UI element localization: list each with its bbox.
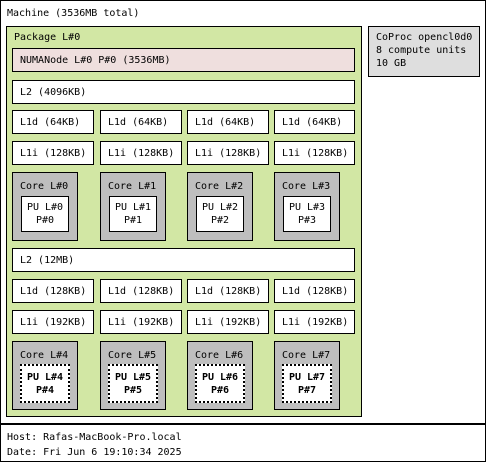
core-label: Core L#6 [195,350,244,361]
core-label: Core L#4 [20,350,69,361]
l1i-cache-core-2: L1i (128KB) [187,141,269,165]
core-label: Core L#7 [282,350,331,361]
l1d-cache-core-4: L1d (128KB) [12,279,94,303]
pu-box-3: PU L#3 P#3 [283,196,331,232]
l1i-cache-core-7: L1i (192KB) [274,310,355,334]
core-box-1: Core L#1 PU L#1 P#1 [100,172,166,241]
package-label: Package L#0 [14,32,81,43]
l1d-label: L1d (64KB) [108,117,169,128]
l1i-label: L1i (128KB) [20,148,87,159]
numa-node-box: NUMANode L#0 P#0 (3536MB) [12,48,355,72]
pu-physical-label: P#2 [210,215,230,226]
host-line: Host: Rafas-MacBook-Pro.local [7,432,182,443]
pu-box-4: PU L#4 P#4 [20,364,70,403]
l1d-cache-core-6: L1d (128KB) [187,279,269,303]
machine-label: Machine (3536MB total) [7,8,140,19]
pu-physical-label: P#3 [297,215,317,226]
pu-physical-label: P#1 [123,215,143,226]
l1i-label: L1i (128KB) [108,148,175,159]
pu-label: PU L#1 [114,202,152,213]
pu-label: PU L#5 [114,372,152,383]
core-box-7: Core L#7 PU L#7 P#7 [274,341,340,410]
l1d-cache-core-2: L1d (64KB) [187,110,269,134]
l1i-cache-core-3: L1i (128KB) [274,141,355,165]
l1i-label: L1i (128KB) [282,148,349,159]
l1i-label: L1i (192KB) [282,317,349,328]
coproc-memory: 10 GB [376,58,407,69]
l1d-label: L1d (64KB) [282,117,343,128]
l1d-cache-core-3: L1d (64KB) [274,110,355,134]
core-box-4: Core L#4 PU L#4 P#4 [12,341,78,410]
core-box-3: Core L#3 PU L#3 P#3 [274,172,340,241]
l1d-cache-core-0: L1d (64KB) [12,110,94,134]
l1i-cache-core-5: L1i (192KB) [100,310,182,334]
core-box-2: Core L#2 PU L#2 P#2 [187,172,253,241]
core-label: Core L#1 [108,181,157,192]
l1d-label: L1d (128KB) [282,286,349,297]
coproc-name: CoProc opencl0d0 [376,32,473,43]
l1i-label: L1i (128KB) [195,148,262,159]
l2-label: L2 (4096KB) [20,87,87,98]
l1i-label: L1i (192KB) [108,317,175,328]
core-label: Core L#0 [20,181,69,192]
l1i-cache-core-6: L1i (192KB) [187,310,269,334]
pu-label: PU L#7 [288,372,326,383]
pu-label: PU L#6 [201,372,239,383]
pu-label: PU L#0 [26,202,64,213]
pu-label: PU L#3 [288,202,326,213]
core-box-5: Core L#5 PU L#5 P#5 [100,341,166,410]
l1d-cache-core-5: L1d (128KB) [100,279,182,303]
numa-node-label: NUMANode L#0 P#0 (3536MB) [20,55,171,66]
l2-cache-cluster-1: L2 (12MB) [12,248,355,272]
pu-physical-label: P#6 [210,385,230,396]
pu-box-6: PU L#6 P#6 [195,364,245,403]
pu-box-5: PU L#5 P#5 [108,364,158,403]
l1d-cache-core-1: L1d (64KB) [100,110,182,134]
l1i-label: L1i (192KB) [195,317,262,328]
l1i-cache-core-4: L1i (192KB) [12,310,94,334]
coproc-box: CoProc opencl0d0 8 compute units 10 GB [368,26,480,77]
pu-box-2: PU L#2 P#2 [196,196,244,232]
core-label: Core L#2 [195,181,244,192]
l1d-label: L1d (128KB) [195,286,262,297]
pu-label: PU L#2 [201,202,239,213]
l1i-label: L1i (192KB) [20,317,87,328]
core-label: Core L#5 [108,350,157,361]
l1i-cache-core-0: L1i (128KB) [12,141,94,165]
l1d-label: L1d (128KB) [20,286,87,297]
pu-label: PU L#4 [26,372,64,383]
core-label: Core L#3 [282,181,331,192]
l2-label: L2 (12MB) [20,255,75,266]
pu-physical-label: P#7 [297,385,317,396]
l1i-cache-core-1: L1i (128KB) [100,141,182,165]
core-box-6: Core L#6 PU L#6 P#6 [187,341,253,410]
pu-physical-label: P#5 [123,385,143,396]
l1d-label: L1d (64KB) [20,117,81,128]
core-box-0: Core L#0 PU L#0 P#0 [12,172,78,241]
footer-info: Host: Rafas-MacBook-Pro.local Date: Fri … [0,424,486,462]
pu-physical-label: P#4 [35,385,55,396]
pu-box-7: PU L#7 P#7 [282,364,332,403]
pu-box-0: PU L#0 P#0 [21,196,69,232]
l2-cache-cluster-0: L2 (4096KB) [12,80,355,104]
l1d-label: L1d (64KB) [195,117,256,128]
pu-physical-label: P#0 [35,215,55,226]
pu-box-1: PU L#1 P#1 [109,196,157,232]
date-line: Date: Fri Jun 6 19:10:34 2025 [7,447,182,458]
coproc-compute-units: 8 compute units [376,45,467,56]
l1d-label: L1d (128KB) [108,286,175,297]
l1d-cache-core-7: L1d (128KB) [274,279,355,303]
